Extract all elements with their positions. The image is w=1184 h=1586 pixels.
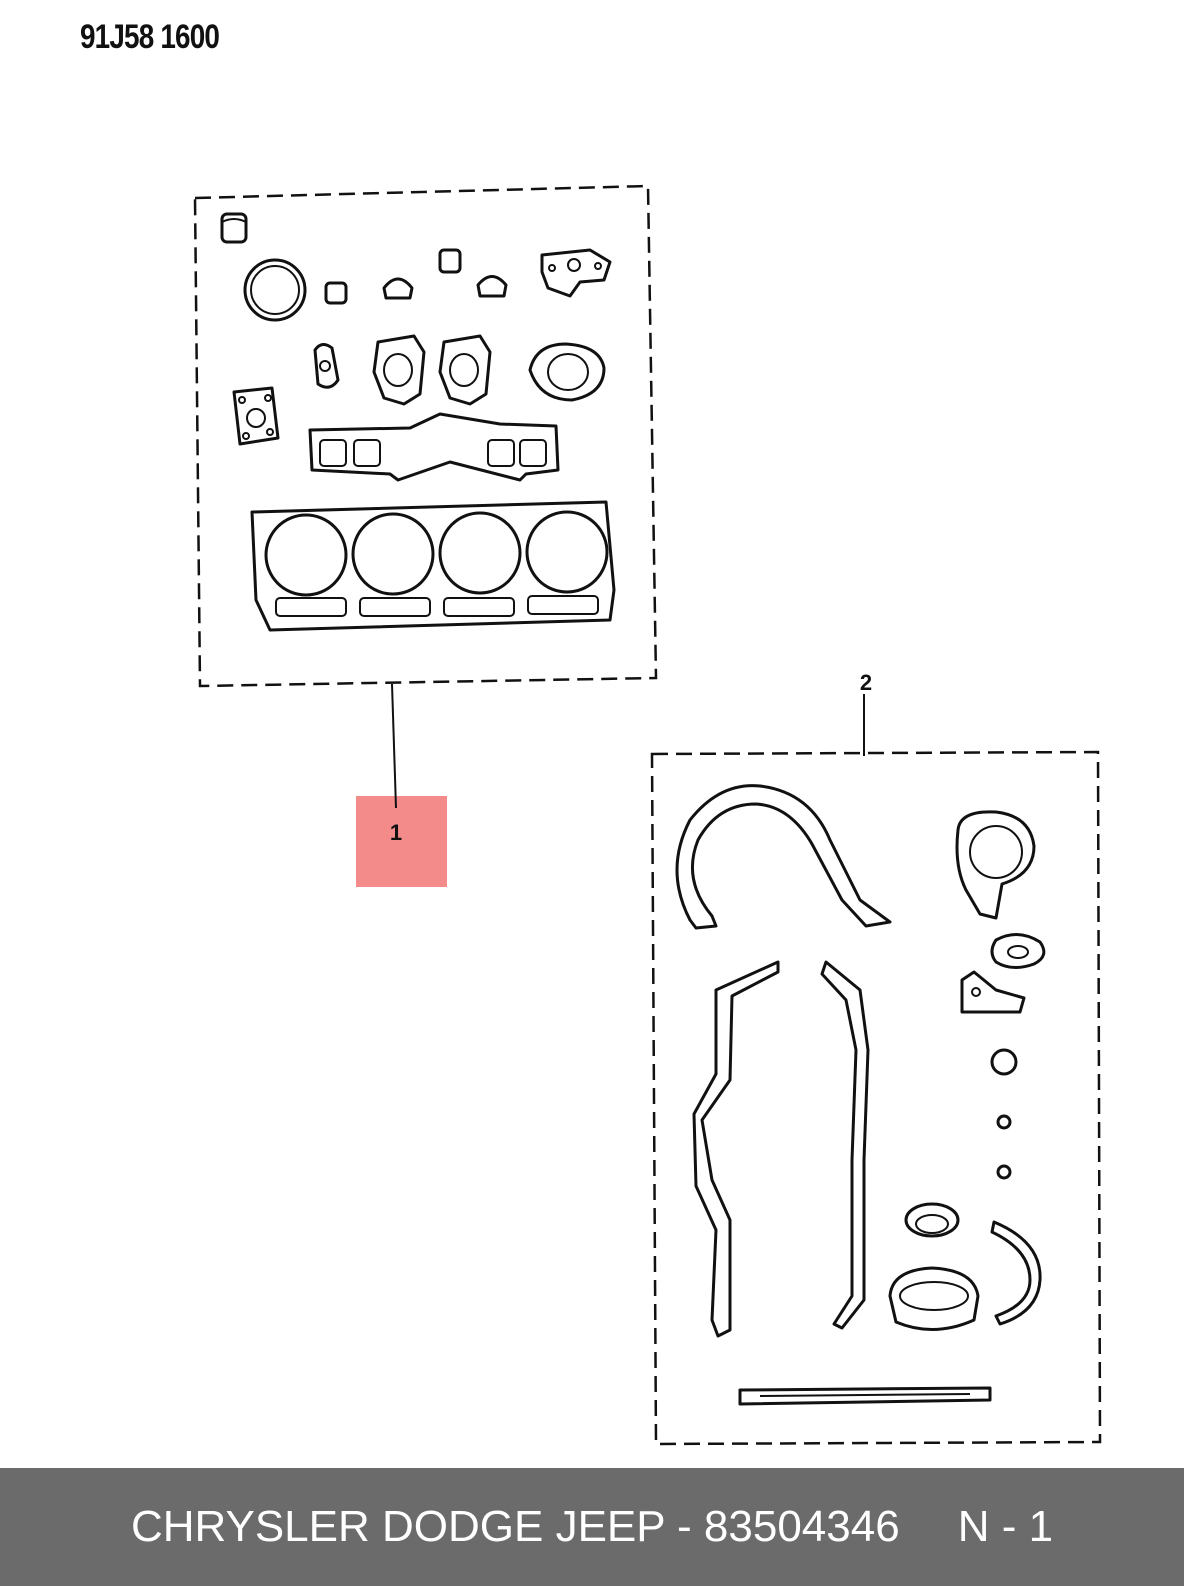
callout-1-number: 1 [390,820,402,845]
kit-1-boundary [193,184,658,688]
callout-1-leader [391,683,397,809]
footer-part-label: CHRYSLER DODGE JEEP - 83504346 [130,1502,900,1551]
kit-2-parts [675,784,1046,1406]
gasket-exploded-diagram: 1 2 [193,184,1102,1446]
footer-bar: CHRYSLER DODGE JEEP - 83504346 N - 1 [0,1468,1184,1586]
kit-2-boundary [650,750,1102,1446]
footer-page-label: N - 1 [957,1502,1054,1551]
callout-1-highlight[interactable] [356,796,447,887]
kit-1-parts [220,212,616,632]
diagram-reference-code: 91J58 1600 [80,18,220,56]
callout-2-number: 2 [860,670,872,695]
